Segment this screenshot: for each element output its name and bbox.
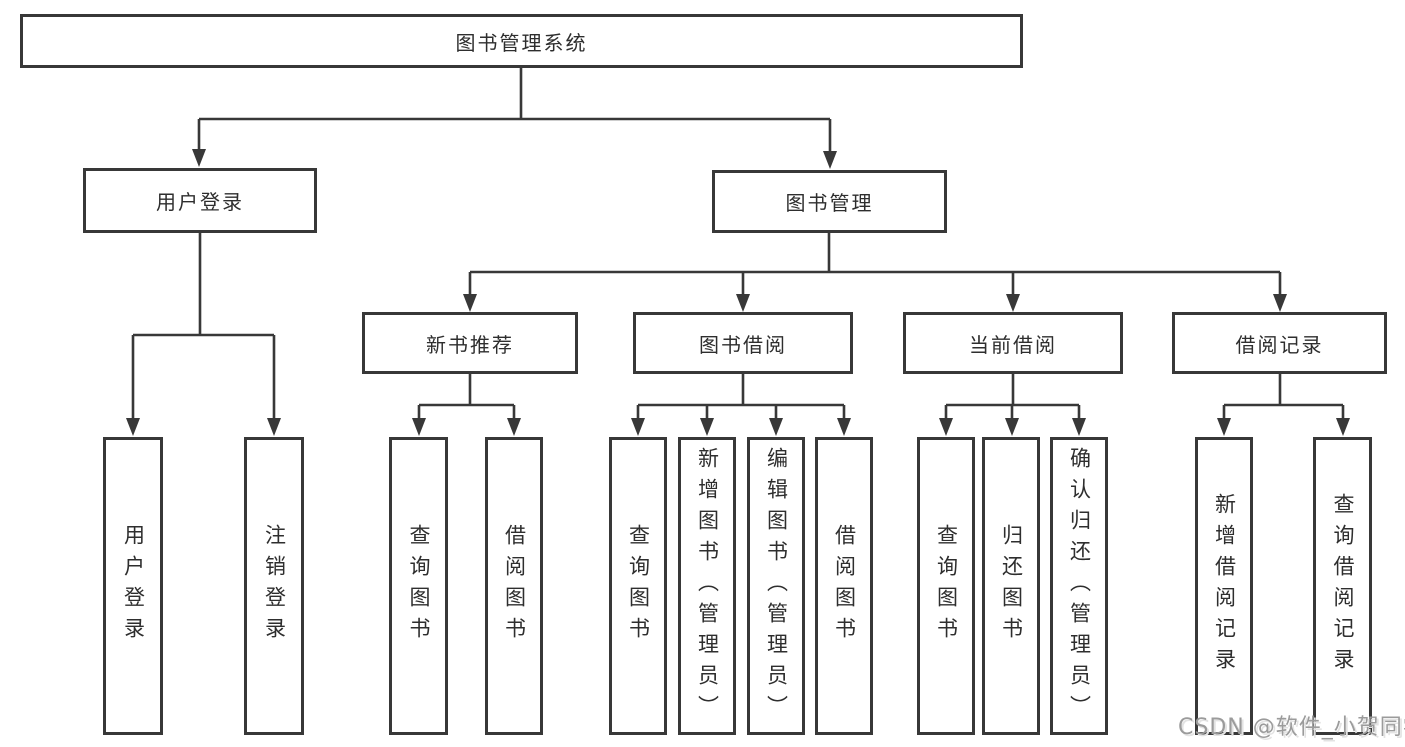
leaf-userlogin-login: 用户登录: [103, 437, 163, 735]
node-new-book-recommend: 新书推荐: [362, 312, 578, 374]
leaf-current-return-book: 归还图书: [982, 437, 1040, 735]
leaf-records-query-record-label: 查询借阅记录: [1331, 493, 1355, 679]
leaf-borrow-edit-book-admin: 编辑图书（管理员）: [747, 437, 805, 735]
leaf-current-query-book: 查询图书: [917, 437, 975, 735]
node-user-login-label: 用户登录: [156, 190, 244, 214]
leaf-borrow-query-book: 查询图书: [609, 437, 667, 735]
node-borrow-records: 借阅记录: [1172, 312, 1387, 374]
csdn-watermark: CSDN @软件_小贺同学: [1178, 715, 1405, 740]
leaf-current-confirm-return-admin: 确认归还（管理员）: [1050, 437, 1108, 735]
leaf-newbooks-query-book-label: 查询图书: [407, 524, 431, 648]
leaf-records-add-record-label: 新增借阅记录: [1212, 493, 1237, 679]
leaf-borrow-borrow-book-label: 借阅图书: [832, 524, 857, 648]
leaf-newbooks-borrow-book-label: 借阅图书: [502, 524, 527, 648]
node-current-borrow: 当前借阅: [903, 312, 1123, 374]
leaf-borrow-add-book-admin: 新增图书（管理员）: [678, 437, 736, 735]
node-library-system: 图书管理系统: [20, 14, 1023, 68]
leaf-current-return-book-label: 归还图书: [999, 524, 1024, 648]
leaf-userlogin-logout: 注销登录: [244, 437, 304, 735]
leaf-borrow-edit-book-admin-label: 编辑图书（管理员）: [764, 446, 789, 726]
leaf-borrow-borrow-book: 借阅图书: [815, 437, 873, 735]
node-book-management: 图书管理: [712, 170, 947, 233]
leaf-newbooks-query-book: 查询图书: [389, 437, 448, 735]
node-user-login: 用户登录: [83, 168, 317, 233]
leaf-current-query-book-label: 查询图书: [934, 524, 959, 648]
leaf-newbooks-borrow-book: 借阅图书: [485, 437, 543, 735]
leaf-borrow-add-book-admin-label: 新增图书（管理员）: [695, 446, 720, 726]
leaf-userlogin-logout-label: 注销登录: [262, 524, 287, 648]
node-borrow-records-label: 借阅记录: [1235, 332, 1324, 357]
leaf-userlogin-login-label: 用户登录: [121, 524, 146, 648]
node-book-borrow: 图书借阅: [633, 312, 853, 374]
leaf-borrow-query-book-label: 查询图书: [626, 524, 651, 648]
node-library-system-label: 图书管理系统: [455, 30, 588, 55]
leaf-records-query-record: 查询借阅记录: [1313, 437, 1372, 735]
leaf-records-add-record: 新增借阅记录: [1195, 437, 1253, 735]
node-book-management-label: 图书管理: [785, 191, 874, 215]
node-book-borrow-label: 图书借阅: [699, 332, 787, 357]
node-new-book-recommend-label: 新书推荐: [426, 332, 514, 357]
node-current-borrow-label: 当前借阅: [969, 332, 1057, 357]
leaf-current-confirm-return-admin-label: 确认归还（管理员）: [1067, 446, 1092, 726]
